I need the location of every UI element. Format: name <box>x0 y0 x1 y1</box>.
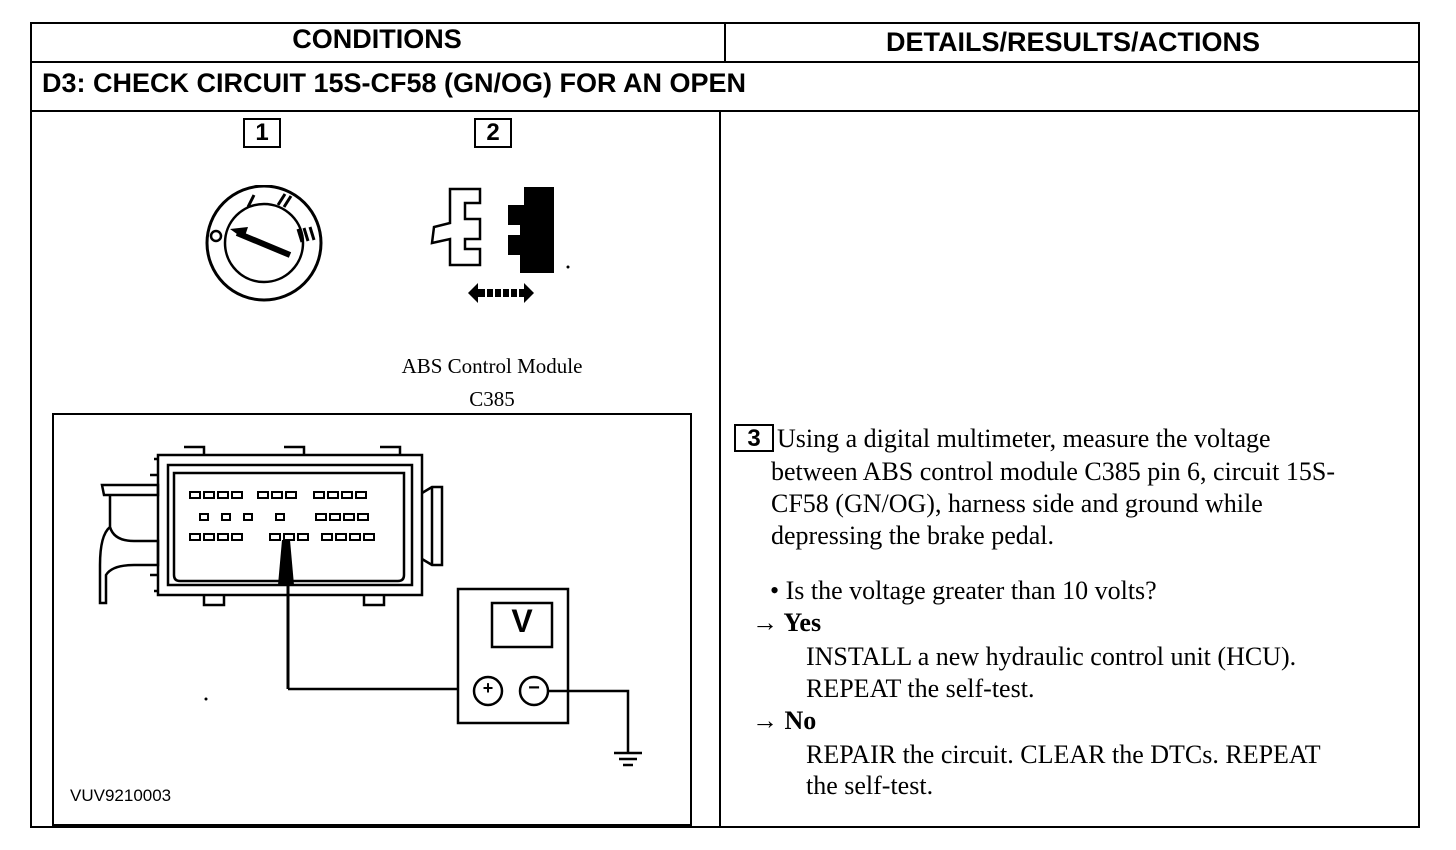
abs-module-connector-c385 <box>98 445 444 607</box>
step-3-number: 3 <box>734 424 774 452</box>
no-action-line-2: the self-test. <box>806 771 934 800</box>
connector-label-c385: C385 <box>469 387 515 411</box>
instruction-line-1: Using a digital multimeter, measure the … <box>777 424 1271 453</box>
meter-probe <box>278 540 294 689</box>
figure-code: VUV9210003 <box>70 786 172 805</box>
step-title: D3: CHECK CIRCUIT 15S-CF58 (GN/OG) FOR A… <box>42 68 747 98</box>
connector-label-module: ABS Control Module <box>401 354 583 378</box>
instruction-line-3: CF58 (GN/OG), harness side and ground wh… <box>771 489 1263 518</box>
yes-label: → Yes <box>752 608 822 637</box>
conditions-header: CONDITIONS <box>292 24 462 54</box>
yes-action-line-2: REPEAT the self-test. <box>806 674 1035 703</box>
connector-disconnect-icon <box>430 187 570 303</box>
step-1-number: 1 <box>243 118 281 148</box>
no-label: → No <box>752 706 817 735</box>
wiring-diagram-frame <box>52 413 692 826</box>
connector-pin-cavities <box>189 491 375 541</box>
title-divider <box>30 110 1420 112</box>
meter-positive-terminal: + <box>482 678 494 698</box>
multimeter-wiring-diagram <box>98 445 642 767</box>
instruction-line-4: depressing the brake pedal. <box>771 521 1055 550</box>
meter-display-symbol: V <box>511 603 533 639</box>
question-text: • Is the voltage greater than 10 volts? <box>770 576 1157 605</box>
digital-multimeter <box>456 587 570 725</box>
details-header: DETAILS/RESULTS/ACTIONS <box>885 27 1260 57</box>
header-divider <box>30 61 1420 63</box>
negative-lead-wire <box>548 689 630 753</box>
no-action-line-1: REPAIR the circuit. CLEAR the DTCs. REPE… <box>806 740 1321 769</box>
ground-symbol-icon <box>614 751 642 767</box>
ignition-switch-icon <box>205 185 323 302</box>
meter-negative-terminal: − <box>528 677 540 699</box>
header-column-divider <box>724 22 726 62</box>
yes-action-line-1: INSTALL a new hydraulic control unit (HC… <box>806 642 1297 671</box>
instruction-line-2: between ABS control module C385 pin 6, c… <box>771 457 1335 486</box>
step-2-number: 2 <box>474 118 512 148</box>
body-column-divider <box>719 111 721 828</box>
